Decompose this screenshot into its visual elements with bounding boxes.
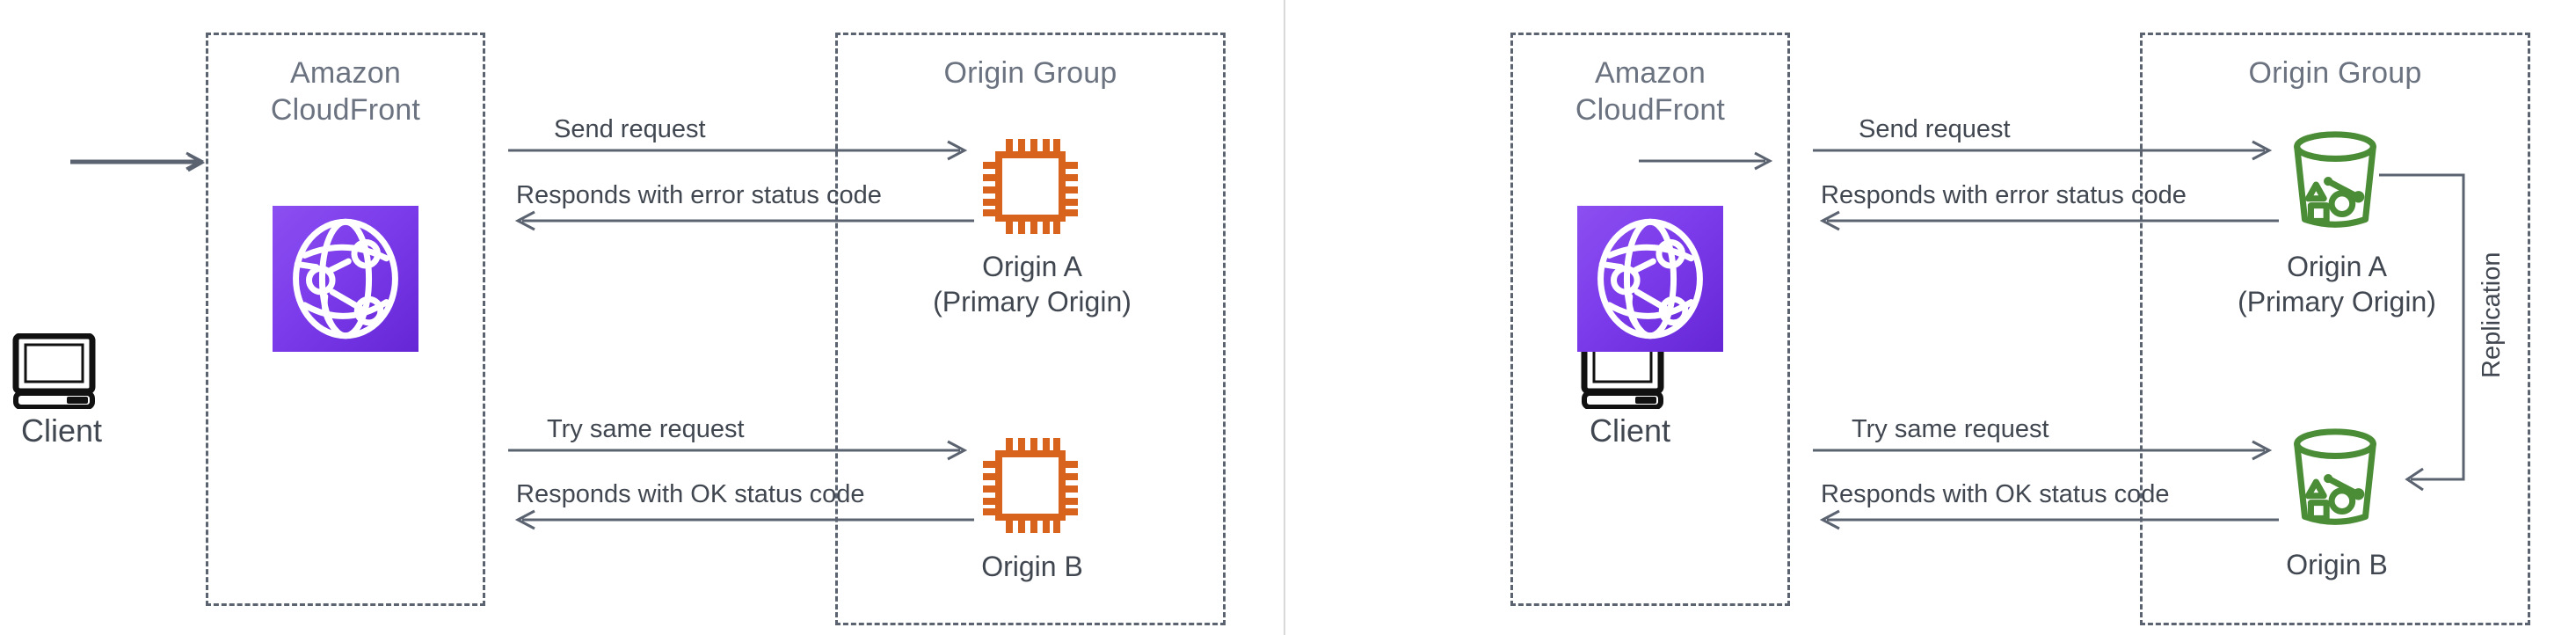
origin-b-ec2-chip-icon xyxy=(974,429,1087,542)
flow-arrow-retry-request xyxy=(508,439,974,462)
cloudfront-title: Amazon CloudFront xyxy=(270,56,421,127)
flow-label-ok-response-2: Responds with OK status code xyxy=(1821,480,2170,508)
flow-arrow-send-request-2 xyxy=(1813,139,2279,162)
flow-arrow-error-response xyxy=(508,209,974,232)
origin-group-title-2: Origin Group xyxy=(2248,56,2422,90)
flow-label-send-request: Send request xyxy=(554,115,706,143)
origin-a-label: Origin A (Primary Origin) xyxy=(933,251,1132,318)
origin-a-ec2-chip-icon xyxy=(974,130,1087,243)
panel-divider xyxy=(1284,0,1285,635)
flow-label-ok-response: Responds with OK status code xyxy=(516,480,865,508)
replication-label: Replication xyxy=(2478,252,2506,378)
client-arrow-wrap xyxy=(70,150,211,172)
origin-b-s3-bucket-icon xyxy=(2279,425,2391,539)
origin-a-s3-bucket-icon xyxy=(2279,128,2391,242)
origin-group-boundary xyxy=(835,33,1226,625)
client-to-cloudfront-arrow-2 xyxy=(1639,150,1779,172)
flow-label-send-request-2: Send request xyxy=(1859,115,2011,143)
cloudfront-globe-icon xyxy=(273,206,418,352)
flow-arrow-send-request xyxy=(508,139,974,162)
client-computer-icon xyxy=(12,333,109,409)
origin-group-boundary-2 xyxy=(2140,33,2530,625)
client-label: Client xyxy=(20,412,103,449)
origin-b-label-2: Origin B xyxy=(2286,549,2388,580)
flow-label-error-response: Responds with error status code xyxy=(516,181,882,209)
cloudfront-globe-icon-2 xyxy=(1577,206,1723,352)
replication-connector xyxy=(2379,172,2502,497)
flow-arrow-ok-response-2 xyxy=(1813,508,2279,531)
origin-group-title: Origin Group xyxy=(943,56,1117,90)
flow-arrow-error-response-2 xyxy=(1813,209,2279,232)
client-label-2: Client xyxy=(1589,412,1671,449)
flow-label-error-response-2: Responds with error status code xyxy=(1821,181,2187,209)
flow-arrow-ok-response xyxy=(508,508,974,531)
flow-arrow-retry-request-2 xyxy=(1813,439,2279,462)
origin-a-label-2: Origin A (Primary Origin) xyxy=(2238,251,2436,318)
origin-b-label: Origin B xyxy=(981,551,1083,582)
flow-label-retry-request-2: Try same request xyxy=(1852,415,2049,443)
cloudfront-boundary xyxy=(206,33,485,606)
flow-label-retry-request: Try same request xyxy=(547,415,745,443)
cloudfront-title-2: Amazon CloudFront xyxy=(1575,56,1726,127)
cloudfront-boundary-2 xyxy=(1510,33,1790,606)
